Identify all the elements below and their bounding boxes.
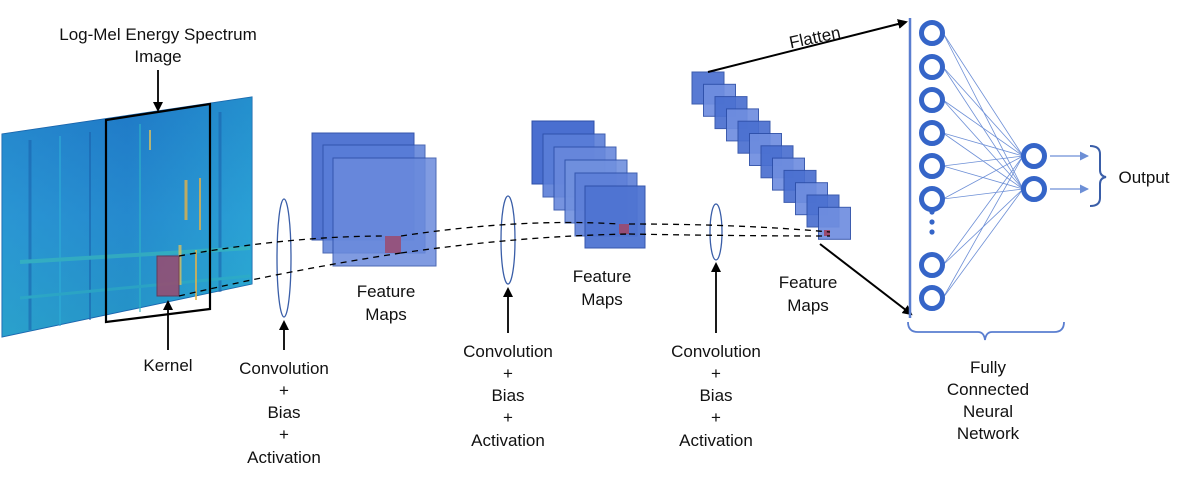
- spectrum-title-line2: Image: [134, 47, 181, 66]
- fc-output-nodes: [1021, 143, 1047, 202]
- fc-connection: [942, 66, 1024, 157]
- svg-text:Network: Network: [957, 424, 1020, 443]
- fc-connection: [942, 188, 1024, 200]
- svg-text:+: +: [279, 381, 289, 400]
- projection-line-top-3: [628, 223, 831, 233]
- svg-text:Activation: Activation: [679, 431, 753, 450]
- log-mel-spectrum-image: [1, 96, 253, 338]
- svg-text:Bias: Bias: [267, 403, 300, 422]
- svg-text:Neural: Neural: [963, 402, 1013, 421]
- feature-maps-label-3: Feature Maps: [779, 273, 838, 315]
- svg-text:Maps: Maps: [365, 305, 407, 324]
- spectrum-title-line1: Log-Mel Energy Spectrum: [59, 25, 256, 44]
- svg-text:Convolution: Convolution: [463, 342, 553, 361]
- kernel-label: Kernel: [143, 356, 192, 375]
- feature-maps-3: [691, 71, 851, 240]
- fc-connection: [942, 155, 1024, 299]
- feature-maps-label-1: Feature Maps: [357, 282, 416, 324]
- convolution-ellipse-3: [709, 203, 723, 261]
- svg-text:+: +: [711, 408, 721, 427]
- svg-text:Maps: Maps: [787, 296, 829, 315]
- projection-line-bottom-3: [628, 233, 831, 237]
- spectrum-window-frame: [104, 102, 212, 324]
- flatten-arrow-top: [707, 19, 908, 73]
- fc-output-node: [1021, 176, 1047, 202]
- projection-line-top-1: [178, 235, 387, 257]
- svg-text:Feature: Feature: [357, 282, 416, 301]
- fc-connection: [942, 155, 1024, 266]
- fc-connection: [942, 32, 1024, 157]
- convolution-label-3: Convolution + Bias + Activation: [671, 342, 761, 450]
- fc-input-node: [919, 87, 945, 113]
- svg-text:Connected: Connected: [947, 380, 1029, 399]
- feature-map-2-highlight: [619, 224, 629, 234]
- svg-text:Activation: Activation: [247, 448, 321, 467]
- svg-text:Convolution: Convolution: [671, 342, 761, 361]
- fc-network-label: Fully Connected Neural Network: [947, 358, 1029, 443]
- projection-line-top-2: [400, 221, 620, 237]
- convolution-label-1: Convolution + Bias + Activation: [239, 359, 329, 467]
- convolution-ellipse-1: [276, 198, 292, 318]
- projection-line-bottom-2: [400, 233, 630, 254]
- svg-text:Bias: Bias: [699, 386, 732, 405]
- fc-brace: [907, 321, 1065, 341]
- fc-connection: [942, 132, 1024, 157]
- projection-lines: [178, 221, 831, 297]
- svg-text:Activation: Activation: [471, 431, 545, 450]
- fc-output-node: [1021, 143, 1047, 169]
- svg-text:Convolution: Convolution: [239, 359, 329, 378]
- fc-input-node: [919, 186, 945, 212]
- svg-text:Feature: Feature: [573, 267, 632, 286]
- flatten-label: Flatten: [787, 23, 842, 52]
- output-label: Output: [1118, 168, 1169, 187]
- feature-maps-1: [311, 132, 437, 267]
- fc-input-node: [919, 20, 945, 46]
- kernel-patch: [156, 255, 180, 297]
- convolution-label-2: Convolution + Bias + Activation: [463, 342, 553, 450]
- fc-input-node: [919, 120, 945, 146]
- fc-connection: [942, 99, 1024, 157]
- svg-text:Maps: Maps: [581, 290, 623, 309]
- svg-text:+: +: [279, 425, 289, 444]
- feature-map-1-highlight: [385, 236, 401, 253]
- fc-input-nodes: [919, 20, 945, 311]
- fully-connected-network: [907, 18, 1107, 341]
- fc-input-node: [919, 285, 945, 311]
- fc-connection: [942, 155, 1024, 167]
- svg-text:+: +: [711, 364, 721, 383]
- fc-connections: [942, 32, 1024, 299]
- fc-connection: [942, 155, 1024, 200]
- svg-text:Bias: Bias: [491, 386, 524, 405]
- svg-text:Fully: Fully: [970, 358, 1006, 377]
- fc-input-node: [919, 153, 945, 179]
- fc-connection: [942, 188, 1024, 299]
- feature-maps-2: [531, 120, 646, 249]
- projection-line-bottom-1: [178, 252, 402, 297]
- fc-input-node: [919, 252, 945, 278]
- output-brace: [1089, 145, 1107, 207]
- cascade-map: [818, 206, 851, 240]
- feature-maps-label-2: Feature Maps: [573, 267, 632, 309]
- feature-map-3-highlight: [824, 230, 830, 236]
- flatten-arrow-bottom: [819, 243, 913, 316]
- fc-input-node: [919, 54, 945, 80]
- svg-text:+: +: [503, 364, 513, 383]
- fc-ellipsis-dots: [929, 209, 935, 235]
- svg-text:+: +: [503, 408, 513, 427]
- svg-text:Feature: Feature: [779, 273, 838, 292]
